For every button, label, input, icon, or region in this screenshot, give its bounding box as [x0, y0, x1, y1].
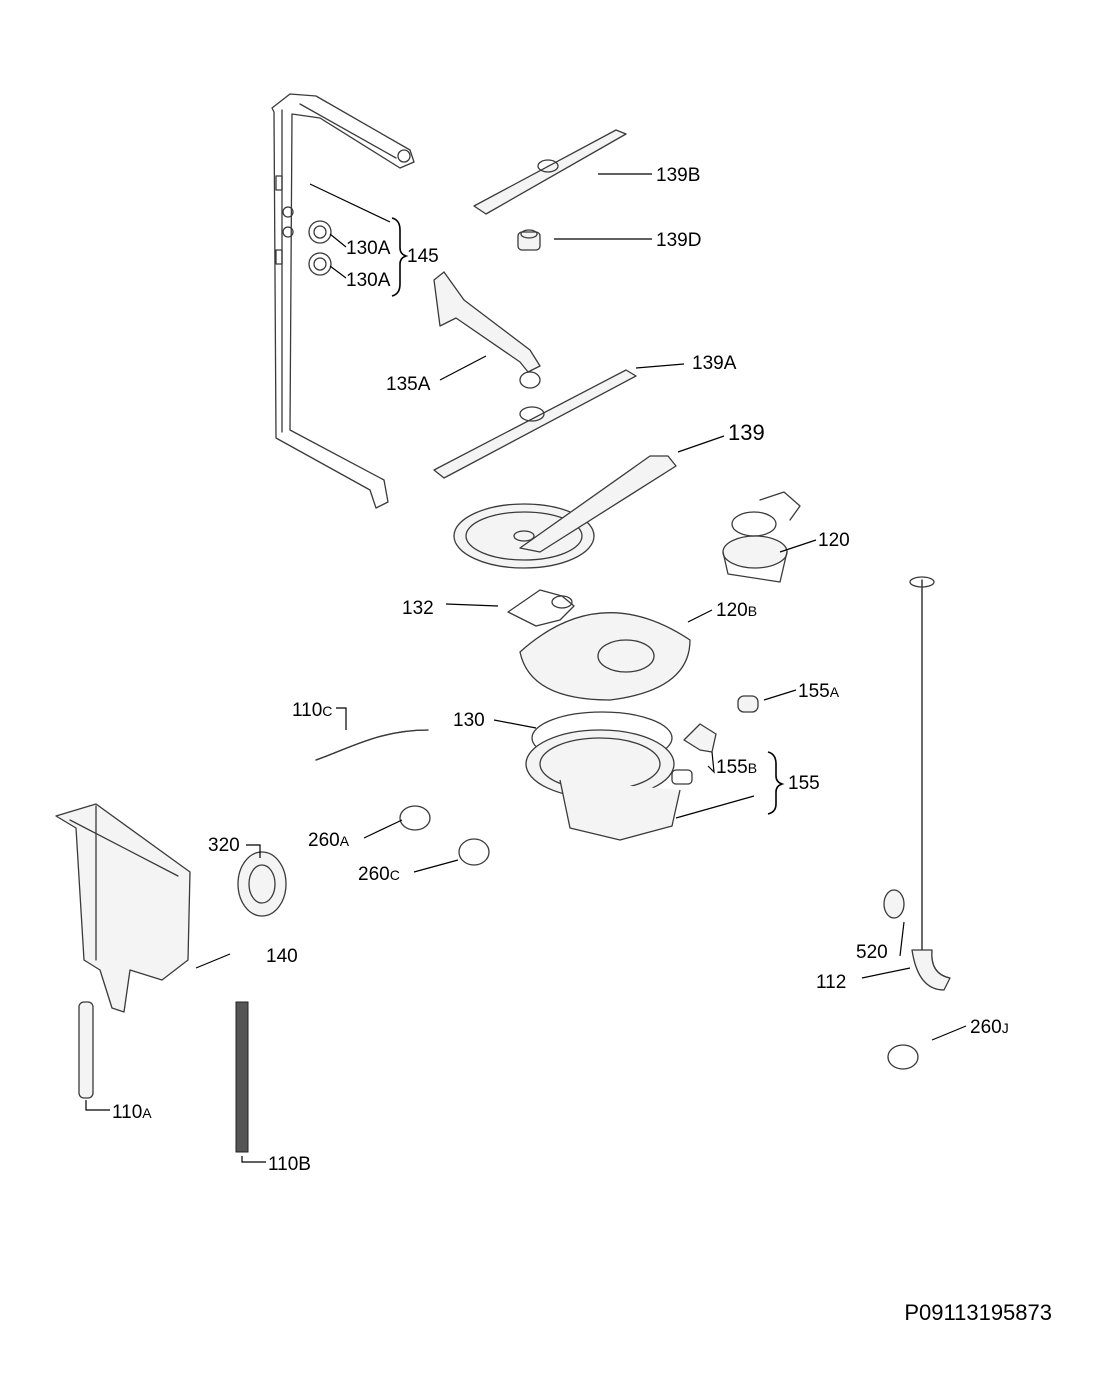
tube-110a-drawing — [78, 1001, 94, 1099]
container-140-drawing — [55, 803, 191, 1013]
label-130: 130 — [453, 710, 485, 731]
label-145: 145 — [407, 246, 439, 267]
label-120b: 120B — [716, 600, 757, 621]
drain-hose-112-drawing — [909, 576, 951, 991]
brace-155 — [767, 751, 785, 815]
nut-139d-drawing — [517, 229, 541, 251]
coarse-filter-drawing — [722, 491, 801, 583]
drawing-code: P09113195873 — [904, 1300, 1052, 1325]
label-110c: 110C — [292, 700, 332, 721]
label-110a: 110A — [112, 1102, 152, 1123]
label-155: 155 — [788, 773, 820, 794]
label-112: 112 — [816, 972, 846, 993]
label-155a: 155A — [798, 681, 840, 702]
clamp-drawings — [399, 805, 919, 1070]
label-260j: 260J — [970, 1017, 1009, 1038]
hose-110c-drawing — [315, 729, 429, 761]
lower-spray-arm-drawing — [453, 455, 677, 569]
spray-arm-support-drawing — [433, 271, 541, 389]
brace-145 — [391, 217, 409, 297]
connector-155a-drawing — [737, 695, 759, 713]
label-260c: 260C — [358, 864, 400, 885]
label-132: 132 — [402, 598, 434, 619]
label-135a: 135A — [386, 374, 431, 395]
cover-155b-drawing — [683, 723, 717, 753]
label-120: 120 — [818, 530, 850, 551]
label-130a-lower: 130A — [346, 270, 391, 291]
label-155b: 155B — [716, 757, 757, 778]
middle-spray-arm-drawing — [433, 369, 637, 479]
clip-520-drawing — [883, 889, 905, 919]
label-130a-upper: 130A — [346, 238, 391, 259]
spring-tube-110b-drawing — [235, 1001, 249, 1153]
upper-supply-pipe-drawing — [271, 93, 415, 509]
upper-spray-arm-drawing — [473, 129, 627, 215]
label-139a: 139A — [692, 353, 737, 374]
seal-320-drawing — [237, 851, 287, 917]
sump-assembly-drawing — [525, 729, 693, 841]
valve-132-drawing — [507, 589, 575, 627]
label-110b: 110B — [268, 1154, 311, 1175]
label-139b: 139B — [656, 165, 700, 186]
micro-filter-plate-drawing — [519, 612, 691, 701]
label-320: 320 — [208, 835, 240, 856]
label-139: 139 — [728, 420, 765, 445]
seal-130a-drawing — [308, 220, 332, 276]
label-139d: 139D — [656, 230, 701, 251]
label-260a: 260A — [308, 830, 350, 851]
leader-lines — [85, 173, 967, 1163]
label-140: 140 — [266, 946, 298, 967]
label-520: 520 — [856, 942, 888, 963]
